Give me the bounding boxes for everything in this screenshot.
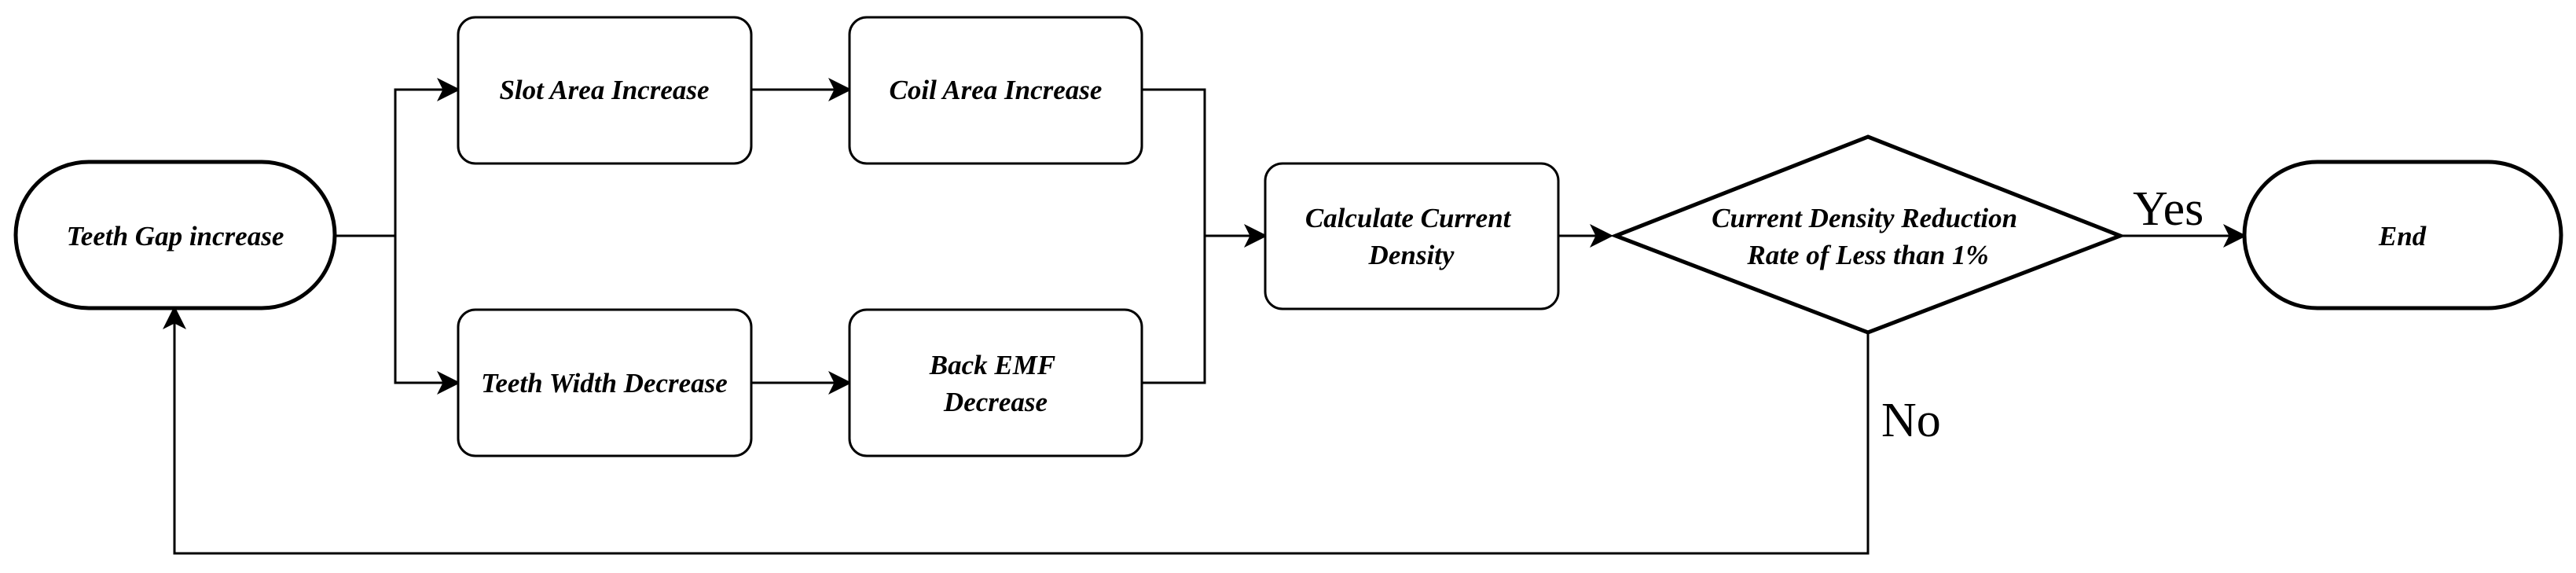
process-shape xyxy=(848,16,1143,165)
node-label-line: Teeth Gap increase xyxy=(67,221,284,252)
node-label-line: End xyxy=(2378,221,2427,252)
node-slot-area-increase: Slot Area Increase xyxy=(457,16,753,165)
edge-coil-area-to-merge xyxy=(1142,88,1206,236)
node-label-line: Rate of Less than 1% xyxy=(1746,240,1988,270)
process-shape xyxy=(848,308,1143,457)
node-label-line: Decrease xyxy=(943,387,1048,417)
node-label: Back EMF Decrease xyxy=(929,350,1062,417)
node-label: Slot Area Increase xyxy=(499,75,709,105)
node-label-line: Calculate Current xyxy=(1305,203,1512,233)
edge-split-to-teeth-width xyxy=(394,236,461,395)
node-label-line: Teeth Width Decrease xyxy=(481,368,728,399)
node-label-line: Coil Area Increase xyxy=(890,75,1103,105)
process-shape xyxy=(457,16,753,165)
node-coil-area-increase: Coil Area Increase xyxy=(848,16,1143,165)
process-shape xyxy=(457,308,753,457)
node-label: End xyxy=(2378,221,2427,252)
edge-label-no: No xyxy=(1881,394,1941,447)
node-calculate-current-density: Calculate Current Density xyxy=(1264,162,1560,310)
edge-label-yes: Yes xyxy=(2133,182,2204,236)
node-back-emf-decrease: Back EMF Decrease xyxy=(848,308,1143,457)
node-decision-density-reduction: Current Density Reduction Rate of Less t… xyxy=(1610,134,2126,335)
node-label: Teeth Width Decrease xyxy=(481,368,728,399)
node-label: Current Density Reduction Rate of Less t… xyxy=(1712,203,2024,270)
node-label: Coil Area Increase xyxy=(890,75,1103,105)
node-label-line: Density xyxy=(1368,240,1455,270)
node-label: Calculate Current Density xyxy=(1305,203,1517,270)
connectors xyxy=(163,78,2247,555)
edge-decision-loop-back xyxy=(163,306,1870,555)
process-shape xyxy=(1264,162,1560,310)
node-teeth-gap-increase: Teeth Gap increase xyxy=(13,160,337,310)
node-label-line: Slot Area Increase xyxy=(499,75,709,105)
node-teeth-width-decrease: Teeth Width Decrease xyxy=(457,308,753,457)
node-label: Teeth Gap increase xyxy=(67,221,284,252)
decision-shape xyxy=(1610,134,2126,335)
edge-split-to-slot-area xyxy=(394,78,461,236)
edge-back-emf-to-merge xyxy=(1142,236,1206,384)
terminator-shape xyxy=(2242,160,2563,310)
terminator-shape xyxy=(13,160,337,310)
node-end: End xyxy=(2242,160,2563,310)
node-label-line: Current Density Reduction xyxy=(1712,203,2017,233)
node-label-line: Back EMF xyxy=(929,350,1055,380)
